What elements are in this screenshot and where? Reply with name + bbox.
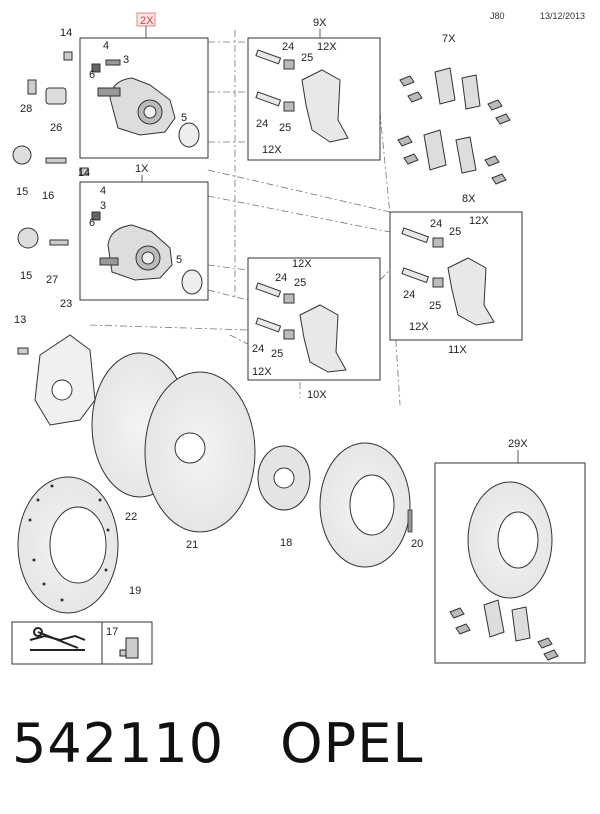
- caliper-upper: [91, 59, 200, 148]
- callout-1x: 1X: [135, 163, 149, 175]
- callout-7x: 7X: [442, 33, 456, 45]
- callout-9x: 9X: [313, 17, 327, 29]
- callout-8x: 8X: [462, 193, 476, 205]
- label-4-b: 4: [100, 185, 106, 197]
- label-12x-9x-a: 12X: [317, 41, 337, 53]
- label-3-a: 3: [123, 54, 129, 66]
- label-24-11x: 24: [430, 218, 442, 230]
- label-23: 23: [60, 298, 72, 310]
- label-15-b: 15: [20, 270, 32, 282]
- label-14-b: 14: [78, 167, 90, 179]
- label-3-b: 3: [100, 200, 106, 212]
- label-24-10x: 24: [275, 272, 287, 284]
- label-17: 17: [106, 626, 118, 638]
- label-25-11x-b: 25: [429, 300, 441, 312]
- label-25-9x-b: 25: [279, 122, 291, 134]
- label-5-b: 5: [176, 254, 182, 266]
- label-25-10x-b: 25: [271, 348, 283, 360]
- label-12x-10x-b: 12X: [252, 366, 272, 378]
- label-4-a: 4: [103, 40, 109, 52]
- label-25-11x: 25: [449, 226, 461, 238]
- wheel-hub: [257, 445, 311, 511]
- label-28: 28: [20, 103, 32, 115]
- brand-name: OPEL: [280, 712, 424, 775]
- label-13: 13: [14, 314, 26, 326]
- callout-10x: 10X: [307, 389, 327, 401]
- label-25-10x: 25: [294, 277, 306, 289]
- brake-pads-8x: [397, 129, 507, 185]
- label-27: 27: [46, 274, 58, 286]
- carrier-right: [401, 227, 495, 326]
- screw-20: [407, 509, 413, 533]
- label-15-a: 15: [16, 186, 28, 198]
- label-26: 26: [50, 122, 62, 134]
- brake-pads-7x: [399, 67, 511, 125]
- part-number: 542110: [12, 712, 225, 775]
- callout-29x: 29X: [508, 438, 528, 450]
- carrier-lower: [255, 282, 347, 373]
- grease-tube-icon: [119, 637, 139, 659]
- caliper-lower: [91, 211, 203, 295]
- callout-11x: 11X: [448, 344, 467, 356]
- label-12x-11x-a: 12X: [469, 215, 489, 227]
- header-date: 13/12/2013: [540, 11, 585, 21]
- label-12x-9x-b: 12X: [262, 144, 282, 156]
- header-code: J80: [490, 11, 505, 21]
- label-5-a: 5: [181, 112, 187, 124]
- label-24-11x-b: 24: [403, 289, 415, 301]
- manual-wrench-icon: [29, 627, 86, 651]
- label-24-9x-b: 24: [256, 118, 268, 130]
- label-19: 19: [129, 585, 141, 597]
- footer-title: 542110 OPEL: [12, 712, 423, 775]
- label-14-a: 14: [60, 27, 72, 39]
- label-12x-11x-b: 12X: [409, 321, 429, 333]
- label-6-a: 6: [89, 69, 95, 81]
- label-22: 22: [125, 511, 137, 523]
- kit-pads: [449, 599, 559, 661]
- callout-2x: 2X: [140, 15, 154, 27]
- label-18: 18: [280, 537, 292, 549]
- carrier-upper: [255, 49, 349, 143]
- disc-drill-holes: [28, 484, 110, 602]
- label-12x-10x-a: 12X: [292, 258, 312, 270]
- manual-box: [11, 621, 103, 665]
- label-16: 16: [42, 190, 54, 202]
- label-24-10x-b: 24: [252, 343, 264, 355]
- label-24-9x: 24: [282, 41, 294, 53]
- label-25-9x: 25: [301, 52, 313, 64]
- loose-parts-left: [12, 51, 89, 355]
- label-21: 21: [186, 539, 198, 551]
- label-6-b: 6: [89, 217, 95, 229]
- label-20: 20: [411, 538, 423, 550]
